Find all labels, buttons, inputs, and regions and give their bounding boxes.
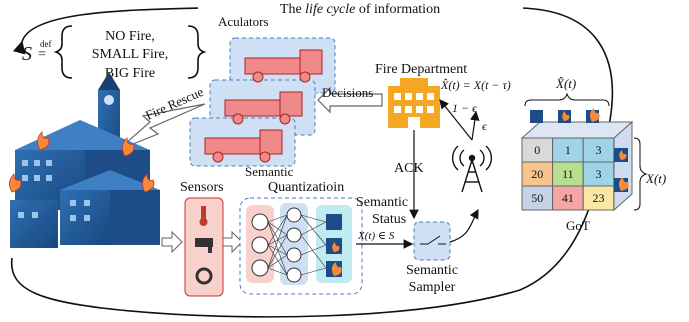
got-cell-value: 3 (596, 167, 602, 181)
sensors-to-quant-arrow (221, 230, 243, 254)
building-icon (388, 78, 440, 128)
got-cell-value: 0 (534, 143, 540, 157)
got-cell-value: 11 (562, 167, 574, 181)
fail-arrow (470, 110, 480, 141)
got-cell (552, 185, 584, 211)
got-grid: 0 1 3 20 11 3 50 41 23 (521, 137, 615, 211)
got-cell-value: 3 (596, 143, 602, 157)
got-side-icons (530, 108, 629, 192)
output-category-icons (326, 214, 342, 277)
sensors-block: Sensors (180, 180, 224, 297)
life-cycle-title: The life cycle of information (280, 2, 440, 17)
fire-icon (9, 131, 155, 193)
svg-text:Semantic: Semantic (356, 195, 408, 210)
got-cell-value: 20 (531, 167, 543, 181)
actuators-group: Aculators Semantic (189, 14, 336, 179)
semantic-sampler: Semantic Sampler (406, 208, 479, 295)
got-cell-value: 50 (531, 191, 543, 205)
got-label: GoT (566, 218, 590, 233)
set-item-big-fire: BIG Fire (105, 66, 155, 81)
got-right-label: X(t) (645, 171, 666, 186)
got-cell-value: 1 (565, 143, 571, 157)
svg-text:Semantic: Semantic (406, 263, 458, 278)
decisions-arrow: Decisions (317, 85, 383, 114)
decisions-label: Decisions (322, 85, 373, 100)
life-cycle-loop (10, 7, 614, 318)
got-cell (521, 161, 554, 187)
actuators-label: Aculators (218, 14, 269, 29)
quantization-label: Quantizatioin (268, 180, 344, 195)
fire-truck-icon (204, 49, 323, 163)
antenna-tower-icon (451, 145, 493, 193)
svg-text:=: = (38, 47, 46, 62)
fire-department: Fire Department X̂(t) = X(t − τ) ACK (375, 62, 511, 220)
svg-text:Sampler: Sampler (409, 280, 456, 295)
fire-department-label: Fire Department (375, 62, 467, 77)
got-cell (582, 137, 615, 163)
got-top-label: X̂(t) (555, 76, 576, 91)
city-to-sensors-arrow (161, 230, 183, 254)
svg-text:def: def (40, 39, 52, 49)
semantic-quantization-block: Quantizatioin (239, 180, 363, 295)
got-cell (582, 161, 615, 187)
set-item-no-fire: NO Fire, (105, 29, 155, 44)
semantic-status: Semantic Status X(t) ∈ S (356, 195, 414, 249)
semantic-set-definition: S def = NO Fire, SMALL Fire, BIG Fire (22, 25, 207, 81)
smoke-sensor-icon (195, 267, 213, 285)
thermometer-icon (199, 206, 208, 226)
set-item-small-fire: SMALL Fire, (92, 47, 168, 62)
got-cell-value: 23 (593, 191, 605, 205)
got-cell-value: 41 (562, 191, 574, 205)
city-buildings-icon (9, 72, 160, 248)
success-prob-label: 1 − ϵ (452, 101, 478, 115)
got-cube: X̂(t) X(t) 0 1 3 20 11 3 50 41 23 GoT (520, 76, 666, 233)
fail-prob-label: ϵ (482, 119, 488, 133)
camera-icon (195, 238, 213, 253)
success-arrow (439, 99, 473, 141)
got-cell (582, 185, 615, 211)
estimate-formula: X̂(t) = X(t − τ) (440, 78, 511, 92)
status-formula: X(t) ∈ S (357, 230, 395, 242)
semantic-sublabel: Semantic (245, 164, 294, 179)
svg-text:S: S (22, 43, 32, 65)
svg-text:Status: Status (372, 212, 406, 227)
sensors-label: Sensors (180, 180, 224, 195)
ack-label: ACK (394, 161, 424, 176)
